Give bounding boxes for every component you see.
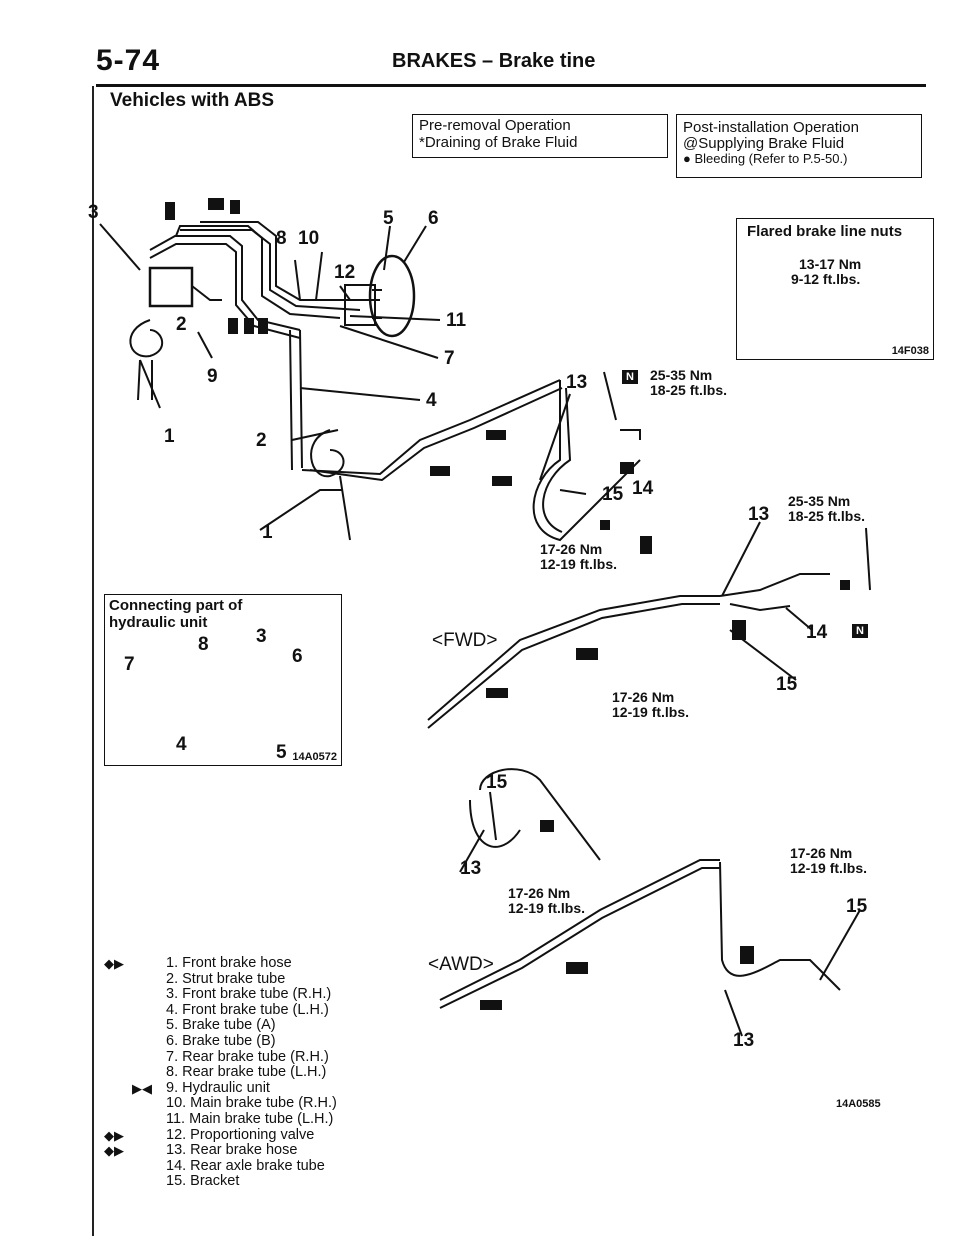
flared-nut-code: 14F038 — [891, 345, 929, 357]
post-installation-item-2: ● Bleeding (Refer to P.5-50.) — [683, 151, 848, 166]
page-number: 5-74 — [96, 44, 161, 77]
post-installation-box: Post-installation Operation @Supplying B… — [676, 114, 922, 178]
callout: 1 — [164, 426, 175, 447]
awd-view-label: <AWD> — [428, 954, 494, 975]
post-installation-item-1: @Supplying Brake Fluid — [683, 135, 845, 152]
page-title: BRAKES – Brake tine — [392, 50, 596, 72]
callout: 11 — [446, 310, 467, 331]
pre-removal-box: Pre-removal Operation *Draining of Brake… — [412, 114, 668, 158]
callout: 13 — [566, 372, 588, 393]
callout: 8 — [276, 228, 287, 249]
callout: 7 — [444, 348, 455, 369]
callout: 6 — [292, 646, 303, 667]
callout: 7 — [124, 654, 135, 675]
callout: 10 — [298, 228, 320, 249]
connecting-part-box: Connecting part of hydraulic unit 14A057… — [104, 594, 342, 766]
pre-removal-heading: Pre-removal Operation — [419, 117, 571, 134]
flared-nut-box: Flared brake line nuts 13-17 Nm 9-12 ft.… — [736, 218, 934, 360]
callout: 12 — [334, 262, 356, 283]
flared-nut-title: Flared brake line nuts — [747, 223, 903, 240]
callout: 2 — [256, 430, 267, 451]
header-rule — [96, 84, 926, 87]
callout: 13 — [460, 858, 482, 879]
callout: 8 — [198, 634, 209, 655]
callout: 15 — [486, 772, 508, 793]
callout: 13 — [748, 504, 770, 525]
callout: 15 — [602, 484, 624, 505]
n-mark: N — [622, 370, 638, 384]
margin-rule — [92, 86, 94, 1236]
callout: 14 — [806, 622, 828, 643]
callout: 2 — [176, 314, 187, 335]
callout: 4 — [426, 390, 437, 411]
callout: 9 — [207, 366, 218, 387]
callout: 15 — [846, 896, 868, 917]
flared-nut-torque-nm: 13-17 Nm — [799, 256, 862, 272]
callout: 14 — [632, 478, 654, 499]
callout: 1 — [262, 522, 273, 543]
connecting-title-1: Connecting part of — [109, 597, 243, 614]
connecting-code: 14A0572 — [292, 751, 337, 763]
callout: 15 — [776, 674, 798, 695]
pre-removal-item: *Draining of Brake Fluid — [419, 134, 578, 151]
section-subtitle: Vehicles with ABS — [110, 90, 275, 111]
flared-nut-torque-ftlbs: 9-12 ft.lbs. — [791, 271, 861, 287]
n-mark: N — [852, 624, 868, 638]
callout: 6 — [428, 208, 439, 229]
diagram-code: 14A0585 — [836, 1098, 881, 1110]
callout: 4 — [176, 734, 187, 755]
callout: 3 — [256, 626, 267, 647]
connecting-title-2: hydraulic unit — [109, 614, 208, 631]
callout: 13 — [733, 1030, 755, 1051]
callout: 5 — [276, 742, 287, 763]
post-installation-heading: Post-installation Operation — [683, 119, 859, 136]
callout: 5 — [383, 208, 394, 229]
callout: 3 — [88, 202, 99, 223]
fwd-view-label: <FWD> — [432, 630, 498, 651]
